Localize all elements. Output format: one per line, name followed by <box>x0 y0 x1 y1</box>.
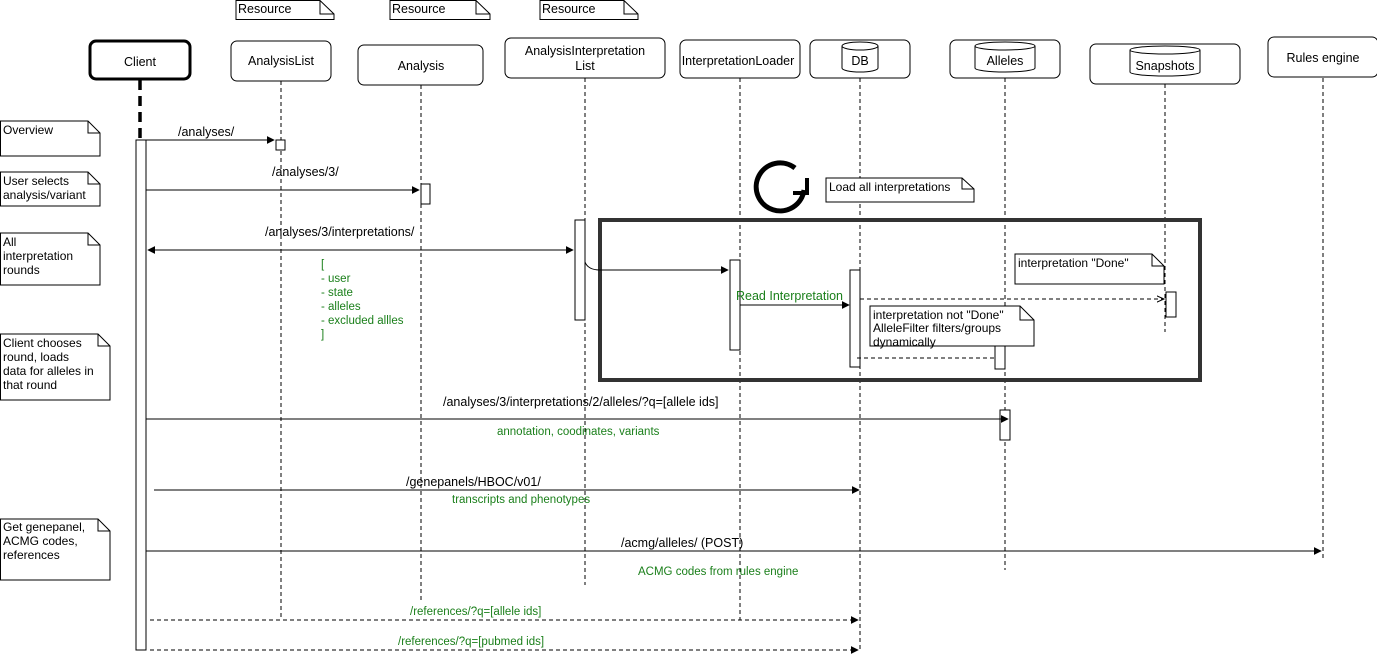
note-done: interpretation "Done" <box>1014 253 1165 285</box>
message-label: /genepanels/HBOC/v01/ <box>406 475 541 489</box>
participant-analysis-list: AnalysisList <box>230 40 332 82</box>
activation-interpretation-list <box>574 219 586 321</box>
note-text: User selects analysis/variant <box>3 174 86 202</box>
loop-icon <box>753 160 809 214</box>
return-text: ACMG codes from rules engine <box>638 566 798 578</box>
message-label: Read Interpretation <box>736 289 843 303</box>
activation-analysis <box>420 183 431 205</box>
participant-label: AnalysisList <box>248 54 315 68</box>
participant-loader: InterpretationLoader <box>679 39 801 79</box>
resource-tag-label: Resource <box>542 2 596 16</box>
participant-client: Client <box>88 39 192 81</box>
database-icon <box>974 41 1036 73</box>
participant-label: Analysis <box>398 59 445 73</box>
message-refs-alleles: /references/?q=[allele ids] <box>150 606 859 624</box>
activation-snapshots <box>1165 291 1177 318</box>
note-load-all: Load all interpretations <box>825 177 975 203</box>
participant-label-line-1: AnalysisInterpretation <box>525 44 645 58</box>
note-client-chooses: Client chooses round, loads data for all… <box>0 333 111 401</box>
message-label: /analyses/ <box>178 125 235 139</box>
return-text: annotation, coodinates, variants <box>497 426 660 438</box>
participant-label-line-2: List <box>575 59 595 73</box>
message-label: /acmg/alleles/ (POST) <box>621 536 743 550</box>
lifelines <box>280 78 1324 652</box>
message-analyses-3: /analyses/3/ <box>146 165 420 194</box>
note-text: interpretation "Done" <box>1018 256 1129 270</box>
note-overview: Overview <box>0 120 101 157</box>
activation-db <box>849 269 861 368</box>
database-icon <box>1129 45 1201 77</box>
note-text: interpretation not "Done" AlleleFilter f… <box>873 308 1007 349</box>
participant-label: InterpretationLoader <box>682 54 795 68</box>
message-label: /references/?q=[allele ids] <box>410 606 541 618</box>
resource-tag-label: Resource <box>238 2 292 16</box>
note-text: Overview <box>3 123 53 137</box>
note-user-selects: User selects analysis/variant <box>0 171 101 207</box>
participant-label: Snapshots <box>1135 59 1194 73</box>
message-interpretations: /analyses/3/interpretations/ <box>147 225 574 254</box>
resource-tag-label: Resource <box>392 2 446 16</box>
activation-loader <box>729 259 741 351</box>
activation-alleles-1 <box>994 344 1006 370</box>
note-text: All interpretation rounds <box>3 235 76 277</box>
note-all-rounds: All interpretation rounds <box>0 232 101 286</box>
participant-alleles: Alleles <box>949 39 1061 79</box>
message-acmg: /acmg/alleles/ (POST) ACMG codes from ru… <box>146 536 1322 578</box>
note-not-done: interpretation not "Done" AlleleFilter f… <box>869 305 1035 349</box>
message-label: /analyses/3/ <box>272 165 339 179</box>
resource-tag-interpretation-list: Resource <box>539 0 639 20</box>
message-label: /analyses/3/interpretations/ <box>265 225 415 239</box>
message-alleles-query: /analyses/3/interpretations/2/alleles/?q… <box>146 395 1009 438</box>
note-text: Client chooses round, loads data for all… <box>3 336 97 392</box>
participant-db: DB <box>809 39 911 79</box>
return-text: [ - user - state - alleles - excluded al… <box>321 259 407 341</box>
message-read-interpretation: Read Interpretation <box>736 289 850 309</box>
note-text: Load all interpretations <box>829 180 950 194</box>
message-label: /references/?q=[pubmed ids] <box>398 636 544 648</box>
message-analyses: /analyses/ <box>146 125 275 144</box>
participant-analysis: Analysis <box>357 44 484 86</box>
return-text: transcripts and phenotypes <box>452 494 590 506</box>
message-refs-pubmed: /references/?q=[pubmed ids] <box>150 636 859 654</box>
note-text: Get genepanel, ACMG codes, references <box>3 520 88 562</box>
participant-label: DB <box>851 54 868 68</box>
resource-tag-analysis-list: Resource <box>235 0 335 20</box>
participant-label: Rules engine <box>1287 51 1360 65</box>
participant-snapshots: Snapshots <box>1089 43 1241 85</box>
participant-label: Client <box>124 55 156 69</box>
return-interpretation-fields: [ - user - state - alleles - excluded al… <box>321 259 407 341</box>
participant-rules-engine: Rules engine <box>1267 36 1377 78</box>
activation-analysis-list <box>275 139 286 151</box>
participant-interpretation-list: AnalysisInterpretation List <box>504 37 666 79</box>
message-label: /analyses/3/interpretations/2/alleles/?q… <box>443 395 719 409</box>
message-load-interpretations <box>584 261 729 274</box>
activation-client <box>135 139 147 651</box>
message-genepanels: /genepanels/HBOC/v01/ transcripts and ph… <box>154 475 860 506</box>
resource-tag-analysis: Resource <box>389 0 491 20</box>
participant-label: Alleles <box>987 54 1024 68</box>
database-icon <box>841 41 879 73</box>
activation-alleles-2 <box>999 409 1011 441</box>
loop-frame <box>598 218 1202 382</box>
note-get-genepanel: Get genepanel, ACMG codes, references <box>0 518 111 581</box>
